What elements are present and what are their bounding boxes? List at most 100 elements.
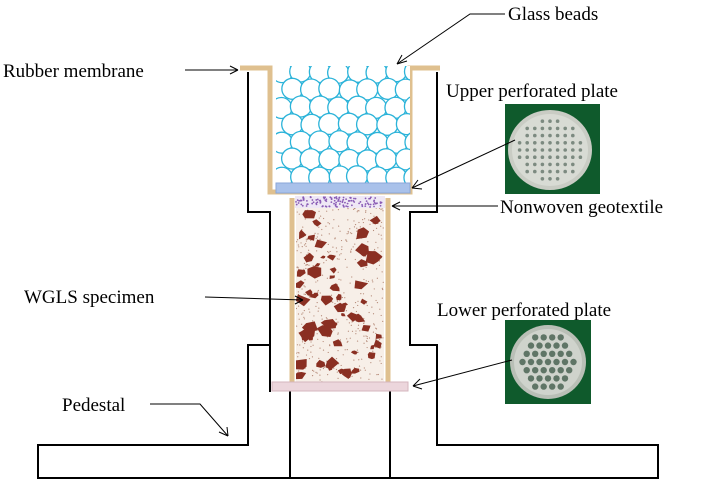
geotextile-dot: [338, 203, 341, 205]
sand-grain: [363, 278, 365, 281]
sand-grain: [321, 274, 324, 276]
sand-grain: [382, 288, 384, 291]
apparatus-outline: [37, 72, 659, 479]
sand-grain: [317, 233, 319, 235]
sand-grain: [353, 359, 355, 361]
sand-grain: [317, 289, 319, 292]
sand-grain: [335, 358, 338, 360]
sand-grain: [362, 221, 364, 224]
lower-plate-hole: [561, 342, 569, 349]
geotextile-dot: [376, 202, 378, 205]
sand-grain: [321, 234, 323, 236]
geotextile-dot: [315, 199, 318, 201]
sand-grain: [334, 303, 336, 305]
sand-grain: [344, 349, 346, 351]
sand-grain: [335, 368, 338, 371]
sand-grain: [319, 369, 321, 371]
geotextile-dot: [361, 203, 363, 206]
sand-grain: [365, 211, 367, 213]
sand-grain: [338, 225, 340, 227]
sand-grain: [305, 267, 307, 270]
geotextile-dot: [333, 202, 335, 205]
sand-grain: [362, 268, 364, 270]
sand-grain: [365, 210, 367, 212]
sand-grain: [358, 210, 360, 212]
sand-grain: [297, 244, 299, 246]
geotextile-dot: [316, 198, 319, 201]
upper-plate-hole: [533, 162, 537, 167]
geotextile-dot: [305, 205, 308, 207]
lower-plate-hole: [570, 358, 577, 366]
sand-grain: [370, 295, 372, 297]
upper-plate-hole: [517, 155, 522, 159]
specimen-particle: [353, 313, 366, 323]
sand-grain: [296, 307, 298, 310]
upper-plate-hole: [571, 155, 575, 159]
sand-grain: [344, 297, 346, 299]
sand-grain: [352, 246, 354, 248]
specimen-particle: [332, 339, 343, 347]
sand-grain: [382, 227, 384, 229]
geotextile-dot: [323, 197, 326, 200]
geotextile-dot: [333, 196, 336, 199]
sand-grain: [359, 226, 361, 228]
sand-grain: [325, 225, 327, 227]
sand-grain: [380, 208, 382, 210]
specimen-particle: [314, 263, 321, 267]
sand-grain: [307, 238, 309, 241]
sand-grain: [381, 208, 383, 210]
geotextile-dot: [345, 198, 348, 201]
geotextile-dot: [300, 203, 303, 206]
sand-grain: [336, 371, 338, 373]
sand-grain: [318, 307, 320, 309]
geotextile-dot: [325, 205, 328, 208]
specimen-particle: [296, 294, 311, 307]
specimen-particle: [296, 280, 305, 289]
upper-plate-hole: [540, 148, 545, 152]
sand-grain: [378, 260, 381, 262]
sand-grain: [317, 280, 319, 282]
sand-grain: [375, 299, 377, 302]
specimen-particle: [369, 215, 381, 225]
sand-grain: [318, 210, 320, 212]
lower-plate-hole: [527, 358, 535, 366]
sand-grain: [382, 337, 384, 339]
sand-grain: [298, 318, 300, 320]
sand-grain: [373, 248, 376, 251]
sand-grain: [325, 259, 327, 261]
lower-plate-hole: [557, 383, 564, 390]
label-upper-plate: Upper perforated plate: [446, 81, 618, 102]
sand-grain: [337, 350, 339, 352]
sand-grain: [340, 279, 342, 281]
sand-grain: [351, 232, 353, 235]
sand-grain: [317, 291, 319, 293]
sand-grain: [377, 373, 379, 376]
sand-grain: [310, 341, 312, 343]
geotextile-dot: [361, 205, 364, 208]
specimen-particle: [329, 275, 335, 279]
lower-plate-hole: [553, 358, 560, 366]
sand-grain: [363, 342, 365, 344]
sand-grain: [319, 238, 321, 240]
sand-grain: [296, 344, 299, 346]
geotextile-dot: [312, 201, 315, 204]
sand-grain: [373, 323, 375, 325]
geotextile-dot: [315, 202, 318, 205]
label-rubber-membrane: Rubber membrane: [3, 61, 144, 82]
arrowhead-upper-plate: [411, 179, 423, 190]
specimen-particle: [331, 322, 338, 327]
sand-grain: [372, 331, 375, 333]
upper-plate-hole: [548, 177, 552, 181]
upper-plate-hole: [533, 133, 537, 138]
sand-grain: [336, 258, 338, 260]
sand-grain: [339, 254, 341, 256]
sand-grain: [351, 321, 353, 323]
lower-plate-hole: [540, 383, 547, 390]
sand-grain: [363, 317, 365, 320]
sand-grain: [329, 344, 331, 346]
sand-grain: [368, 378, 370, 380]
sand-grain: [371, 306, 373, 308]
sand-grain: [339, 339, 342, 341]
specimen-particle: [326, 254, 336, 261]
geotextile-dot: [369, 196, 372, 199]
